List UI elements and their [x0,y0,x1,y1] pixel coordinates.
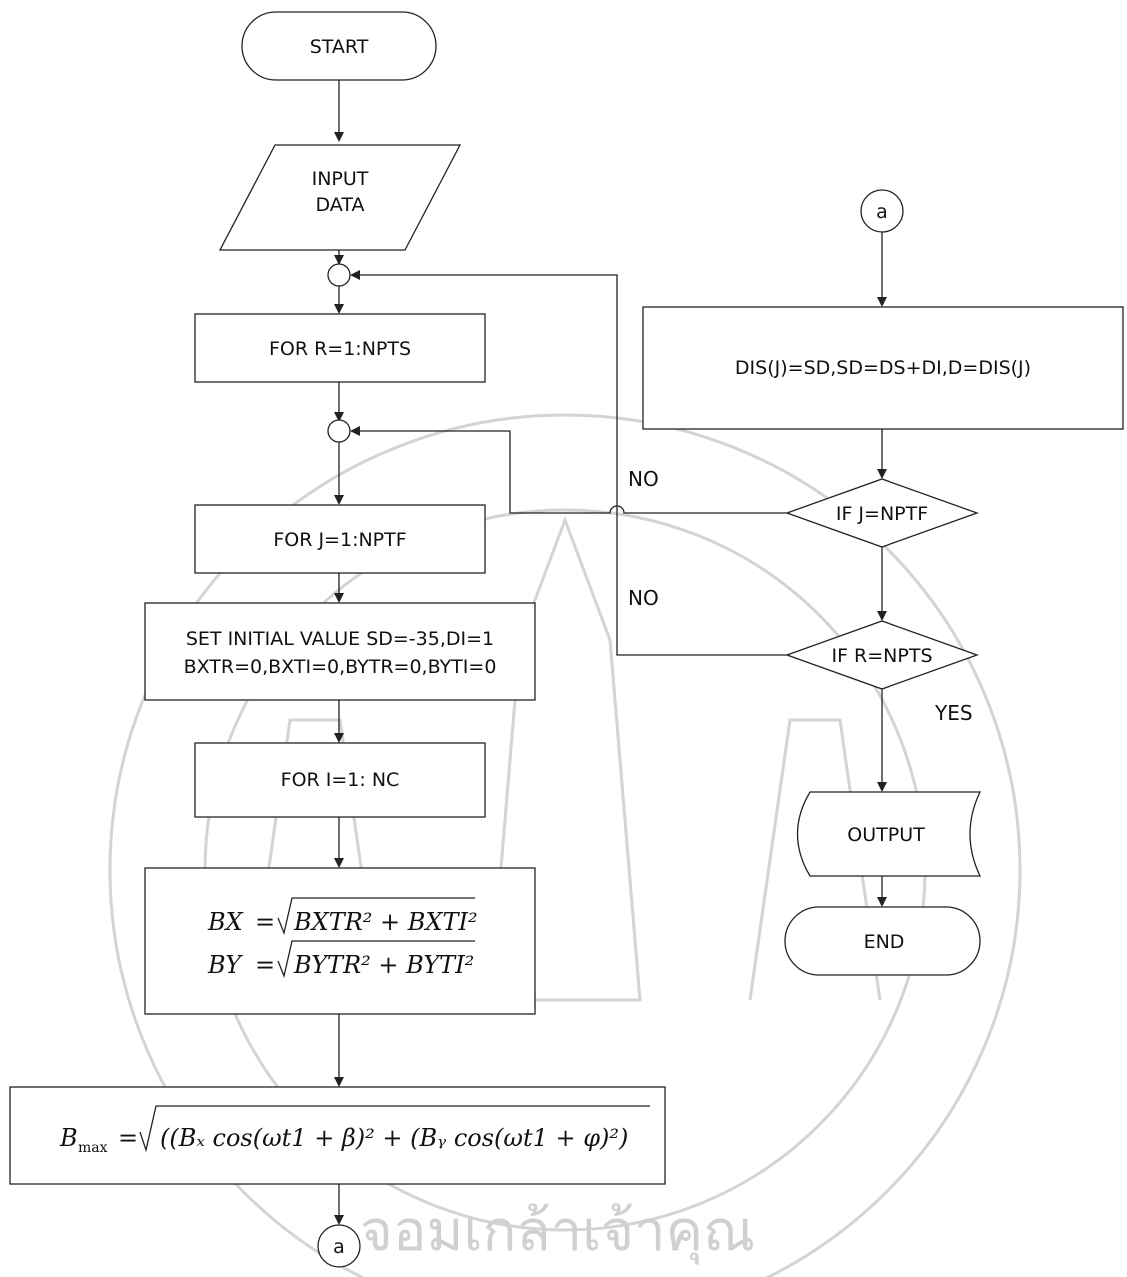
input-label-line1: INPUT [312,168,369,190]
by-equals: = [255,951,275,979]
output-label: OUTPUT [847,824,925,846]
bmax-subscript: max [78,1140,108,1156]
loop-no-if-r [350,270,787,656]
junction-r-loop [327,263,351,287]
if-r-label: IF R=NPTS [831,645,932,667]
input-label-line2: DATA [316,194,365,216]
bx-sqrt-sign [277,897,475,936]
connector-a-bottom [317,1224,361,1268]
by-lhs: BY [207,951,243,979]
no-label-if-r: NO [628,586,659,610]
set-initial-box [144,602,536,701]
end-terminal [784,906,981,976]
connector-a-top-label: a [876,201,888,223]
no-label-if-j: NO [628,467,659,491]
bmax-box [9,1086,666,1185]
junction-j-loop [327,419,351,443]
dis-label: DIS(J)=SD,SD=DS+DI,D=DIS(J) [735,357,1031,379]
output-shape [796,791,982,877]
for-i-box [194,742,486,818]
bmax-lhs: B [59,1124,78,1152]
bx-rhs: BXTR² + BXTI² [293,908,478,936]
for-r-label: FOR R=1:NPTS [269,338,411,360]
bx-lhs: BX [207,908,244,936]
by-rhs: BYTR² + BYTI² [293,951,474,979]
for-j-box [194,504,486,574]
svg-text:จอมเกล้าเจ้าคุณ: จอมเกล้าเจ้าคุณ [360,1199,755,1265]
by-sqrt-sign [277,940,475,979]
connector-a-bottom-label: a [333,1236,345,1258]
for-j-label: FOR J=1:NPTF [273,529,406,551]
input-data-parallelogram [218,144,462,251]
if-j-label: IF J=NPTF [836,503,928,525]
bmax-rhs: ((Bₓ cos(ωt1 + β)² + (Bᵧ cos(ωt1 + φ)²) [160,1124,628,1152]
set-initial-line2: BXTR=0,BXTI=0,BYTR=0,BYTI=0 [184,656,497,678]
bmax-sqrt-sign [139,1105,650,1153]
set-initial-line1: SET INITIAL VALUE SD=-35,DI=1 [186,628,494,650]
if-r-decision [785,620,979,690]
for-i-label: FOR I=1: NC [281,769,400,791]
bmax-equals: = [118,1124,138,1152]
end-label: END [864,931,905,953]
loop-no-if-j [350,426,787,514]
for-r-box [194,313,486,383]
start-label: START [310,36,369,58]
dis-box [642,306,1124,430]
bx-equals: = [255,908,275,936]
if-j-decision [785,478,979,548]
yes-label-if-r: YES [934,701,973,725]
